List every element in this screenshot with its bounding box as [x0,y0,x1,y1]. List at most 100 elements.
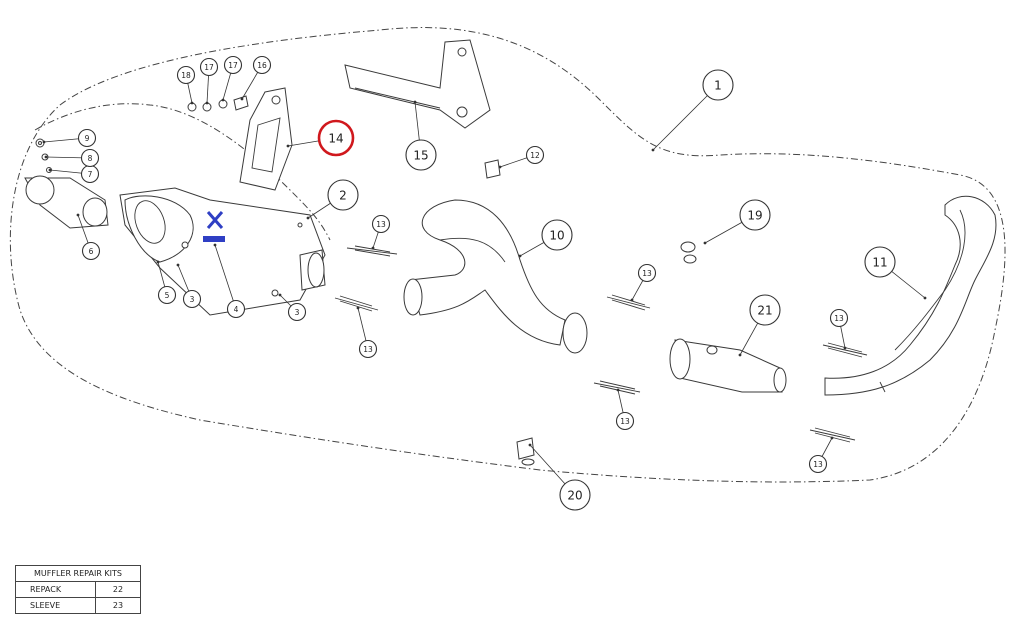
leader-dot-c1 [651,148,655,152]
callout-circle [739,199,771,231]
callout-circle [405,139,437,171]
callout-circle [808,454,828,474]
leader-dot-c12 [498,165,502,169]
callout-number: 5 [165,291,170,300]
leader-dot-c19 [703,241,707,245]
leader-dot-c8 [44,155,48,159]
connecting-pipe-21 [669,338,787,393]
callout-circle [829,308,849,328]
callout-circle [182,289,202,309]
clip-part-12 [484,159,501,179]
callout-c13d: 13 [615,411,635,431]
callout-circle [223,55,243,75]
leader-dot-c13f [830,436,834,440]
leader-dot-c10 [518,254,522,258]
callout-c3b: 3 [287,302,307,322]
callout-circle [80,148,100,168]
leader-dot-c18 [190,101,194,105]
small-hardware-7-8-9 [35,138,52,173]
leader-dot-c13a [371,246,375,250]
leader-dot-c15 [413,100,417,104]
callout-number: 13 [642,269,652,278]
callout-number: 8 [88,154,93,163]
callout-number: 1 [714,79,722,93]
leader-dot-c3b [278,293,282,297]
brand-logo-stripe [203,236,225,242]
leader-dot-c6 [76,213,80,217]
leader-dot-c13d [616,388,620,392]
callout-number: 15 [413,149,428,163]
callout-c6: 6 [81,241,101,261]
callout-number: 21 [757,304,772,318]
springs-13 [334,245,868,443]
callout-number: 13 [376,220,386,229]
kit-name: SLEEVE [15,597,96,614]
callout-number: 18 [181,71,191,80]
callout-c13a: 13 [371,214,391,234]
kit-number: 22 [95,581,141,598]
leader-dot-c13e [843,346,847,350]
leader-dot-c20 [528,443,532,447]
callout-number: 7 [88,170,93,179]
callout-circle [358,339,378,359]
callout-number: 14 [328,132,343,146]
leader-dot-c17a [205,101,209,105]
callout-number: 13 [363,345,373,354]
callout-number: 16 [257,61,267,70]
callout-c11: 11 [864,246,896,278]
callout-c19: 19 [739,199,771,231]
callout-circle [525,145,545,165]
table-header-row: MUFFLER REPAIR KITS [15,565,141,582]
leader-dot-c5 [156,260,160,264]
leader-dot-c7 [48,168,52,172]
header-pipes-11 [824,195,997,396]
callout-circle [199,57,219,77]
callout-number: 17 [204,63,214,72]
kit-name: REPACK [15,581,96,598]
callout-circle [327,179,359,211]
callout-c3a: 3 [182,289,202,309]
callout-number: 10 [549,229,564,243]
callout-number: 12 [530,151,540,160]
brand-logo-icon [206,211,224,229]
callout-circle [226,299,246,319]
callout-number: 20 [567,489,582,503]
hanger-bracket-14 [239,87,293,191]
callout-c16: 16 [252,55,272,75]
leader-dot-c16 [240,97,244,101]
callout-number: 3 [295,308,300,317]
callout-circle [702,69,734,101]
callout-circle [541,219,573,251]
callout-c21: 21 [749,294,781,326]
callout-circle [615,411,635,431]
leader-dot-c21 [738,353,742,357]
leader-dot-c13c [630,298,634,302]
leader-dot-c4 [213,243,217,247]
callout-c12: 12 [525,145,545,165]
callout-c10: 10 [541,219,573,251]
callout-c5: 5 [157,285,177,305]
callout-circle [371,214,391,234]
callout-c7: 7 [80,164,100,184]
callout-c17b: 17 [223,55,243,75]
callout-circle [287,302,307,322]
table-row: SLEEVE 23 [15,597,141,614]
muffler-part [119,187,326,316]
callout-circle [317,119,355,157]
mounting-bracket-15 [344,39,491,129]
callout-c9: 9 [77,128,97,148]
callout-c13c: 13 [637,263,657,283]
callout-number: 19 [747,209,762,223]
leader-dot-c14 [286,144,290,148]
link-pipe-10 [403,199,588,354]
muffler-repair-kits-table: MUFFLER REPAIR KITS REPACK 22 SLEEVE 23 [15,565,141,614]
o-ring-19 [680,241,697,264]
leader-line-c4 [214,244,237,310]
leader-dot-c17b [221,98,225,102]
callout-circle [637,263,657,283]
callout-number: 6 [89,247,94,256]
leader-dot-c2 [306,216,310,220]
plug-20 [516,437,535,466]
